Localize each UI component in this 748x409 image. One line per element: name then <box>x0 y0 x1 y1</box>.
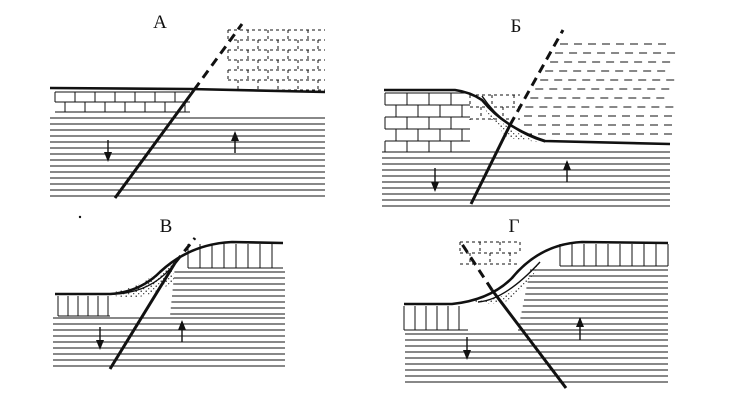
panel-g-colluvium <box>470 262 540 304</box>
panel-a <box>49 23 326 199</box>
panel-label-g: Г <box>509 216 520 237</box>
panel-label-b: Б <box>511 16 522 37</box>
panel-b <box>382 29 676 207</box>
panel-a-limestone-layer <box>54 91 190 113</box>
panel-a-down-arrow <box>104 140 112 162</box>
panel-g-strata <box>405 269 668 383</box>
panel-v <box>53 237 285 370</box>
panel-g <box>403 240 669 389</box>
panel-v-down-arrow <box>96 327 104 350</box>
panel-label-v: В <box>160 216 173 237</box>
stray-dot <box>78 215 82 219</box>
panel-g-column-layer-right <box>559 244 669 267</box>
panel-b-down-arrow <box>431 168 439 192</box>
panel-g-deposit-edge <box>477 261 541 303</box>
panel-b-strata <box>382 151 670 207</box>
panel-b-limestone-layer <box>384 92 470 152</box>
panel-b-water-dashes <box>524 43 676 135</box>
panel-v-column-layer-left <box>57 296 110 317</box>
panel-v-fault <box>108 262 177 370</box>
panel-v-colluvium <box>100 262 174 298</box>
panel-g-column-layer-left <box>403 306 468 331</box>
panel-b-up-arrow <box>563 160 571 182</box>
panel-a-fault-projection <box>192 23 244 91</box>
panel-a-up-arrow <box>231 131 239 153</box>
panel-v-up-arrow <box>178 320 186 342</box>
panel-b-fault-projection <box>508 29 565 126</box>
panel-g-surface <box>404 240 669 306</box>
panel-g-eroded-layer <box>459 241 521 265</box>
panel-b-surface <box>384 88 671 146</box>
panel-v-fault-projection <box>173 237 197 264</box>
panel-a-eroded-layer <box>227 29 325 91</box>
panel-a-strata <box>50 117 325 197</box>
panel-g-down-arrow <box>463 337 471 360</box>
panel-g-up-arrow <box>576 317 584 340</box>
panel-b-fault <box>469 124 512 205</box>
panel-v-surface <box>55 240 284 296</box>
panel-v-strata <box>53 271 285 367</box>
panel-b-colluvium <box>478 98 538 142</box>
panel-g-fault <box>490 289 568 389</box>
panel-g-fault-projection <box>460 243 494 291</box>
panel-a-surface <box>49 86 326 94</box>
panel-a-fault <box>113 89 196 199</box>
panel-label-a: А <box>153 12 167 33</box>
